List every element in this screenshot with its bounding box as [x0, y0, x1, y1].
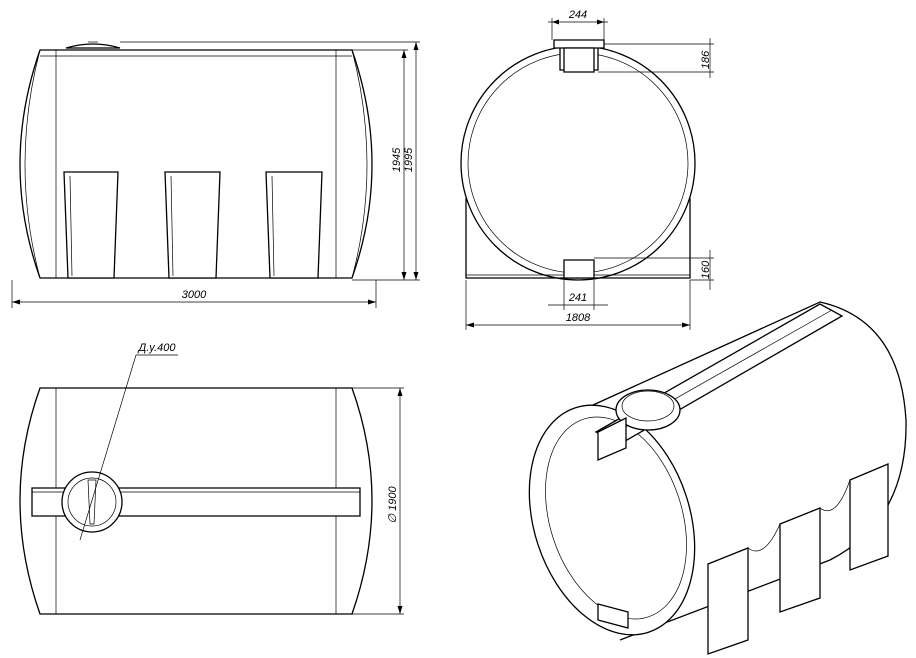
front-end [528, 404, 696, 636]
side-view: 3000 1945 1995 [11, 41, 420, 308]
foot-1 [63, 171, 119, 279]
foot-3 [265, 171, 323, 279]
hatch-cap-side [65, 43, 121, 49]
iso-foot-2 [779, 507, 821, 613]
bottom-bracket [563, 259, 595, 279]
top-view: Д.у.400 ∅ 1900 [19, 342, 404, 615]
dim-bracket-bottom: 160 [700, 260, 712, 279]
dim-height-body: 1945 [391, 147, 403, 172]
dim-foot-bottom: 241 [568, 292, 587, 304]
iso-foot-3 [849, 463, 889, 571]
isometric-view [528, 301, 907, 655]
dim-length: 3000 [182, 289, 207, 301]
dim-bracket-top: 186 [700, 50, 712, 69]
dim-height-total: 1995 [403, 147, 415, 172]
dim-diameter: ∅ 1900 [387, 486, 399, 524]
hatch-label: Д.у.400 [137, 342, 177, 354]
iso-foot-1 [707, 547, 749, 655]
dim-hatch-top: 244 [568, 9, 587, 21]
front-view: 244 186 160 241 1808 [460, 9, 714, 330]
foot-2 [164, 171, 221, 279]
hatch-top-view [61, 471, 123, 533]
iso-hatch [615, 389, 681, 431]
dim-width-front: 1808 [566, 312, 591, 324]
